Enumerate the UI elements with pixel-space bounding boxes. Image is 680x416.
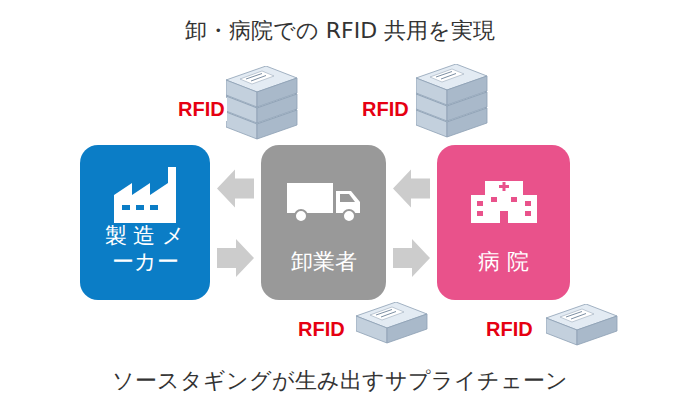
node-label: 製 造 メーカー	[95, 223, 195, 300]
rfid-label: RFID	[360, 98, 411, 121]
flow-arrow	[393, 239, 430, 277]
rfid-label: RFID	[484, 318, 535, 341]
diagram-caption: ソースタギングが生み出すサプライチェーン	[0, 366, 680, 396]
wholesaler-box: 卸業者	[261, 145, 386, 300]
diagram-title: 卸・病院での RFID 共用を実現	[0, 16, 680, 46]
maker-box: 製 造 メーカー	[80, 145, 210, 300]
package	[546, 304, 617, 345]
flow-arrow	[217, 239, 254, 277]
rfid-label: RFID	[176, 98, 227, 121]
node-label: 病 院	[478, 249, 529, 300]
flow-arrow	[217, 169, 254, 207]
package	[416, 64, 487, 105]
truck-icon	[261, 145, 386, 238]
package	[226, 66, 297, 107]
hospital-box: 病 院	[437, 145, 570, 300]
flow-arrow	[393, 169, 430, 207]
rfid-label: RFID	[296, 318, 347, 341]
node-label: 卸業者	[291, 249, 357, 300]
package	[356, 302, 427, 343]
hospital-icon	[437, 145, 570, 238]
